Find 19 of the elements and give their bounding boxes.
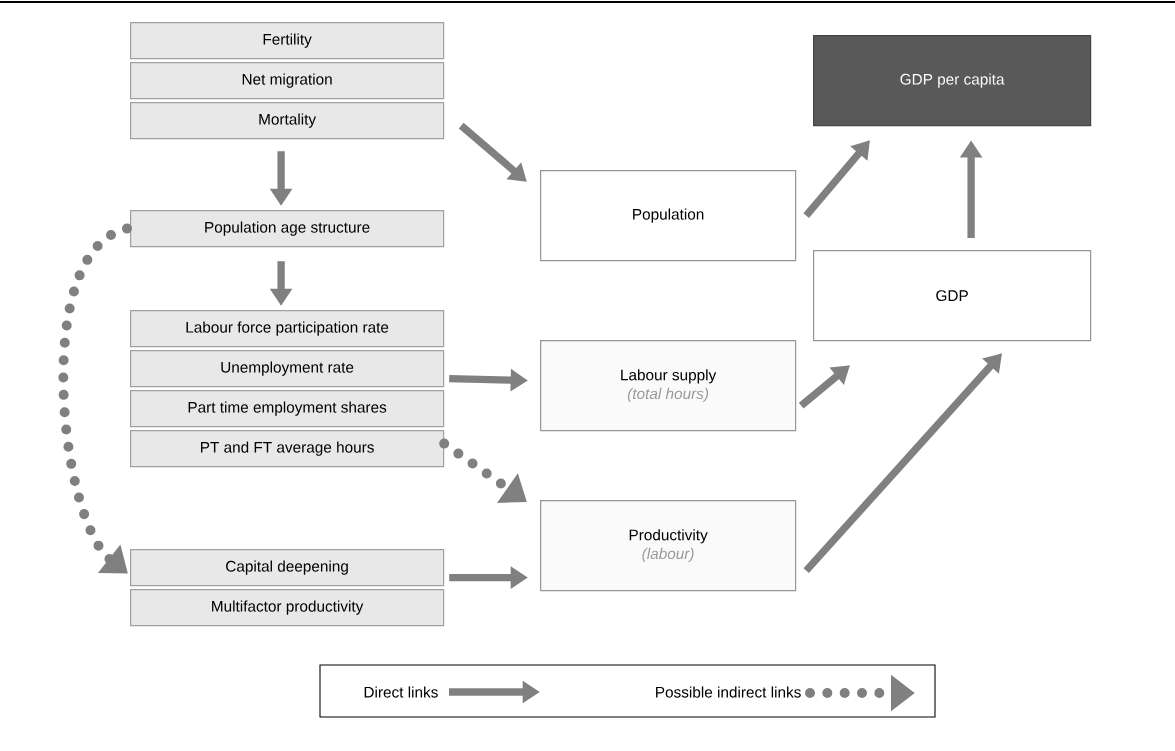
factor-box: PT and FT average hours: [130, 430, 445, 468]
factor-box: Fertility: [130, 22, 445, 60]
factor-box: Capital deepening: [130, 549, 445, 587]
factor-box: Multifactor productivity: [130, 589, 445, 627]
factor-box: Population age structure: [130, 210, 445, 248]
arrow: [458, 122, 527, 182]
legend-label: Possible indirect links: [656, 686, 801, 698]
process-box: Productivity (labour): [540, 500, 797, 592]
process-box: Labour supply (total hours): [540, 340, 797, 432]
factor-box: Labour force participation rate: [130, 310, 445, 348]
legend-label: Direct links: [364, 686, 438, 698]
factor-box: Mortality: [130, 102, 445, 140]
factor-box: Part time employment shares: [130, 390, 445, 428]
factor-box: Net migration: [130, 62, 445, 100]
factor-box: Unemployment rate: [130, 350, 445, 388]
process-box: Population: [540, 170, 797, 262]
process-box: GDP: [813, 250, 1092, 342]
output-box: GDP per capita: [813, 35, 1092, 127]
dotted-arrow: [58, 223, 132, 574]
